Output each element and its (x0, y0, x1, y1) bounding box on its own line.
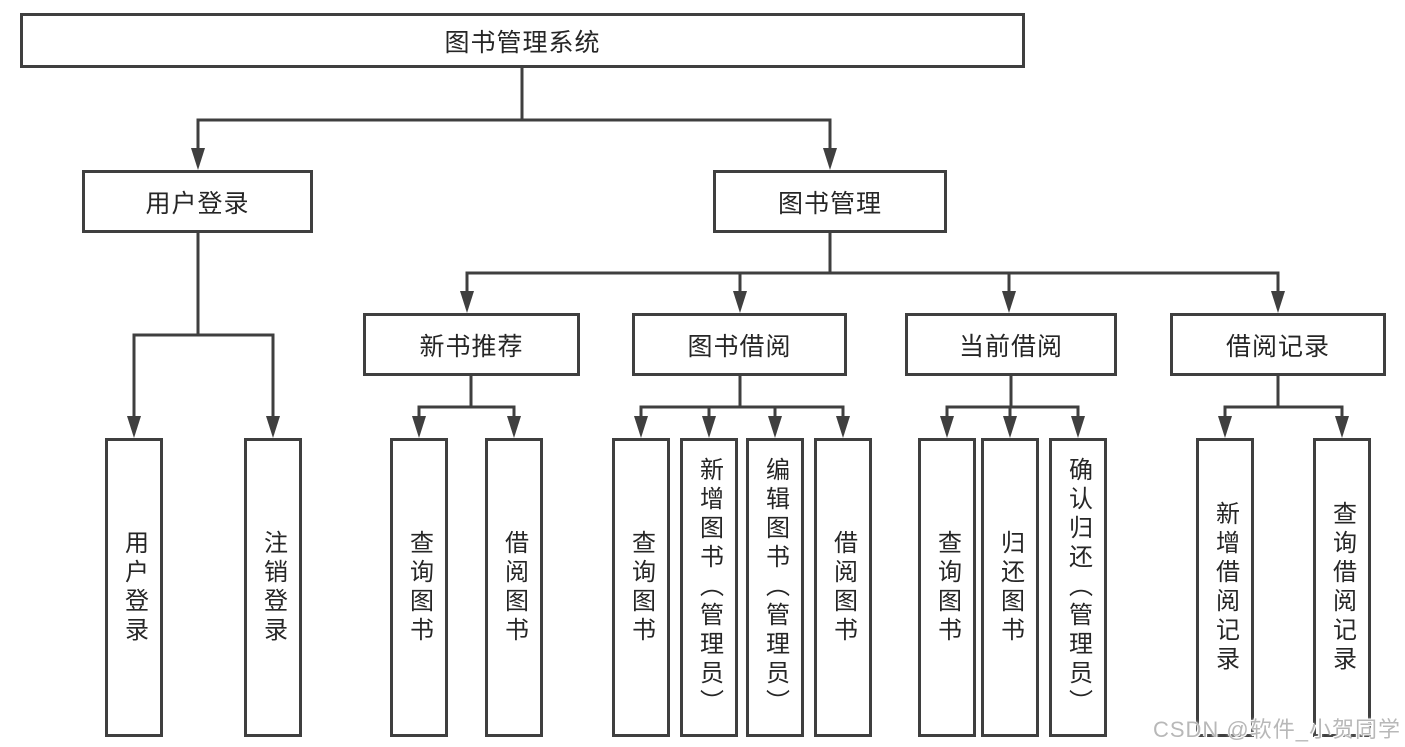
leaf-cb-confirm-return-admin: 确认归还（管理员） (1049, 438, 1107, 737)
node-user-login: 用户登录 (82, 170, 313, 233)
leaf-nbr-borrow-books: 借阅图书 (485, 438, 543, 737)
leaf-cb-query-books: 查询图书 (918, 438, 976, 737)
leaf-bb-edit-books-admin: 编辑图书（管理员） (746, 438, 804, 737)
arrowheads (127, 148, 1349, 438)
leaf-br-add-record: 新增借阅记录 (1196, 438, 1254, 737)
node-book-management: 图书管理 (713, 170, 947, 233)
leaf-cb-return-books: 归还图书 (981, 438, 1039, 737)
leaf-logout: 注销登录 (244, 438, 302, 737)
leaf-nbr-query-books: 查询图书 (390, 438, 448, 737)
watermark: CSDN @软件_小贺同学 (1152, 717, 1401, 742)
leaf-br-query-record: 查询借阅记录 (1313, 438, 1371, 737)
node-current-borrow: 当前借阅 (905, 313, 1117, 376)
node-borrow-records: 借阅记录 (1170, 313, 1386, 376)
leaf-bb-borrow-books: 借阅图书 (814, 438, 872, 737)
leaf-bb-add-books-admin: 新增图书（管理员） (680, 438, 738, 737)
leaf-bb-query-books: 查询图书 (612, 438, 670, 737)
connector-lines (132, 68, 1344, 416)
node-book-borrow: 图书借阅 (632, 313, 847, 376)
leaf-user-login: 用户登录 (105, 438, 163, 737)
node-new-book-recommend: 新书推荐 (363, 313, 580, 376)
node-root: 图书管理系统 (20, 13, 1025, 68)
